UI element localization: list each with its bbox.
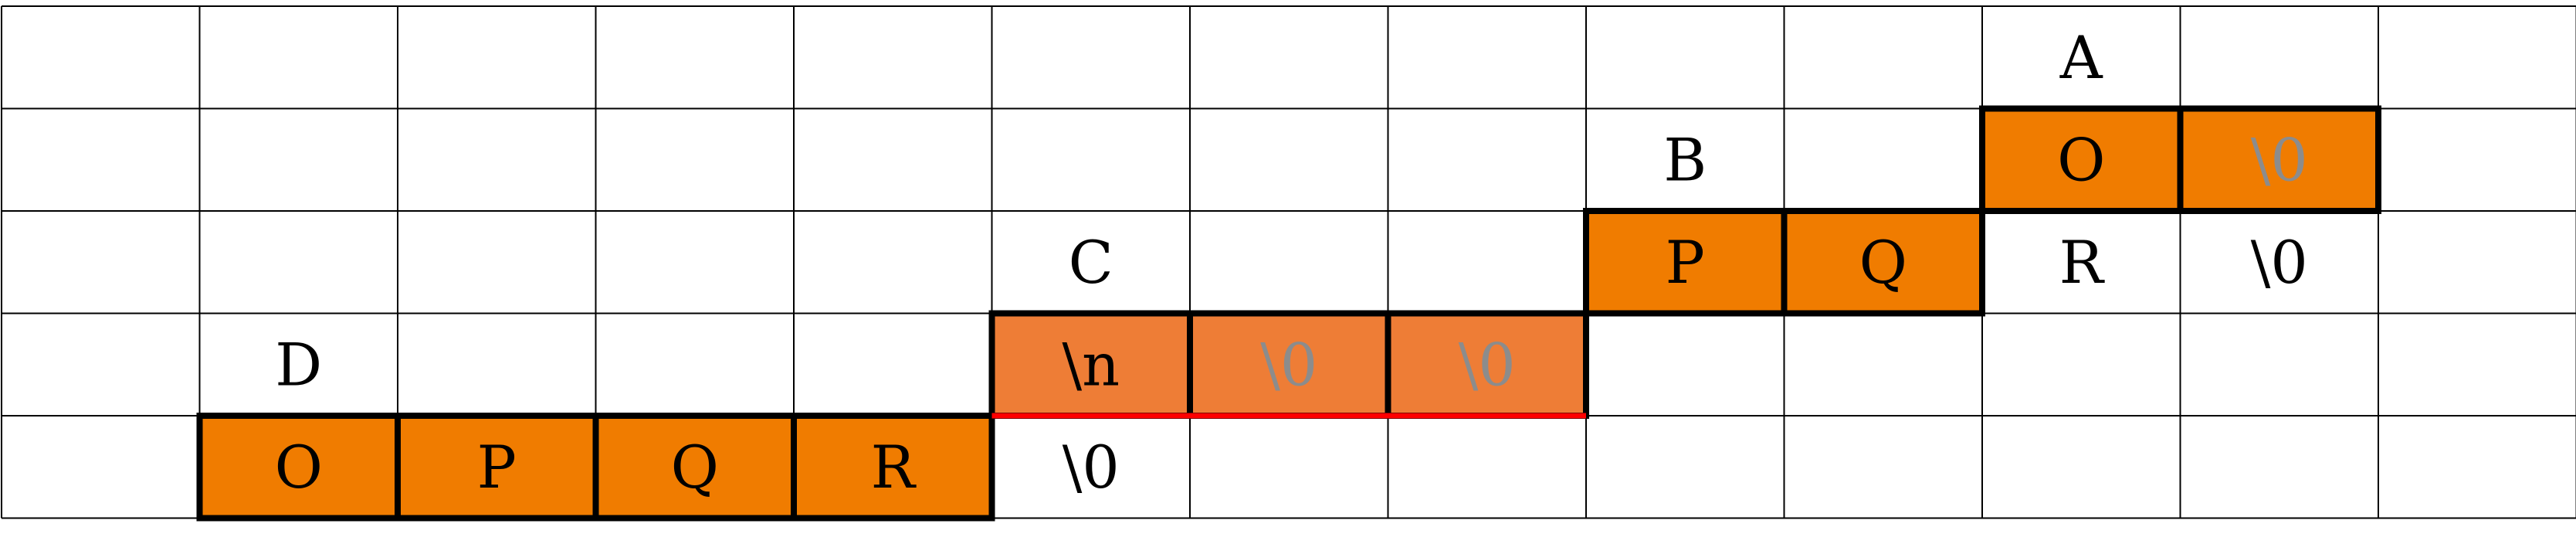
- memory-cell-text: P: [477, 433, 517, 502]
- memory-cell: [199, 416, 398, 518]
- memory-cell-text: O: [275, 433, 323, 502]
- string-label: A: [2059, 23, 2103, 92]
- memory-cell-text: R: [871, 433, 917, 502]
- memory-cell-border: [791, 413, 995, 522]
- loose-cell-text: R: [2059, 228, 2106, 297]
- memory-cell: [1982, 108, 2181, 211]
- memory-cell-text: O: [2057, 125, 2105, 194]
- memory-cell: [1190, 313, 1388, 416]
- memory-cell: [794, 416, 992, 518]
- string-label: C: [1069, 228, 1113, 297]
- string-label: D: [275, 330, 322, 399]
- memory-cell-border: [1781, 208, 1985, 317]
- memory-cell-text: \0: [1260, 330, 1317, 399]
- loose-cell-text: \0: [1063, 433, 1120, 502]
- memory-cell-text: \n: [1062, 330, 1120, 399]
- memory-cell: [1586, 211, 1785, 314]
- memory-cell: [1388, 313, 1586, 416]
- memory-cell-text: Q: [1859, 228, 1907, 297]
- cell-fills: [199, 108, 2378, 518]
- string-label: B: [1663, 125, 1707, 194]
- memory-cell-text: \0: [1459, 330, 1516, 399]
- memory-cell-text: Q: [671, 433, 719, 502]
- memory-cell-text: P: [1666, 228, 1705, 297]
- memory-cell: [991, 313, 1190, 416]
- memory-cell-text: \0: [2251, 125, 2308, 194]
- loose-cell-text: \0: [2251, 228, 2308, 297]
- memory-cell: [595, 416, 794, 518]
- memory-cell: [1784, 211, 1982, 314]
- memory-cell: [2180, 108, 2378, 211]
- memory-cell: [398, 416, 596, 518]
- memory-cell-border: [2177, 105, 2381, 214]
